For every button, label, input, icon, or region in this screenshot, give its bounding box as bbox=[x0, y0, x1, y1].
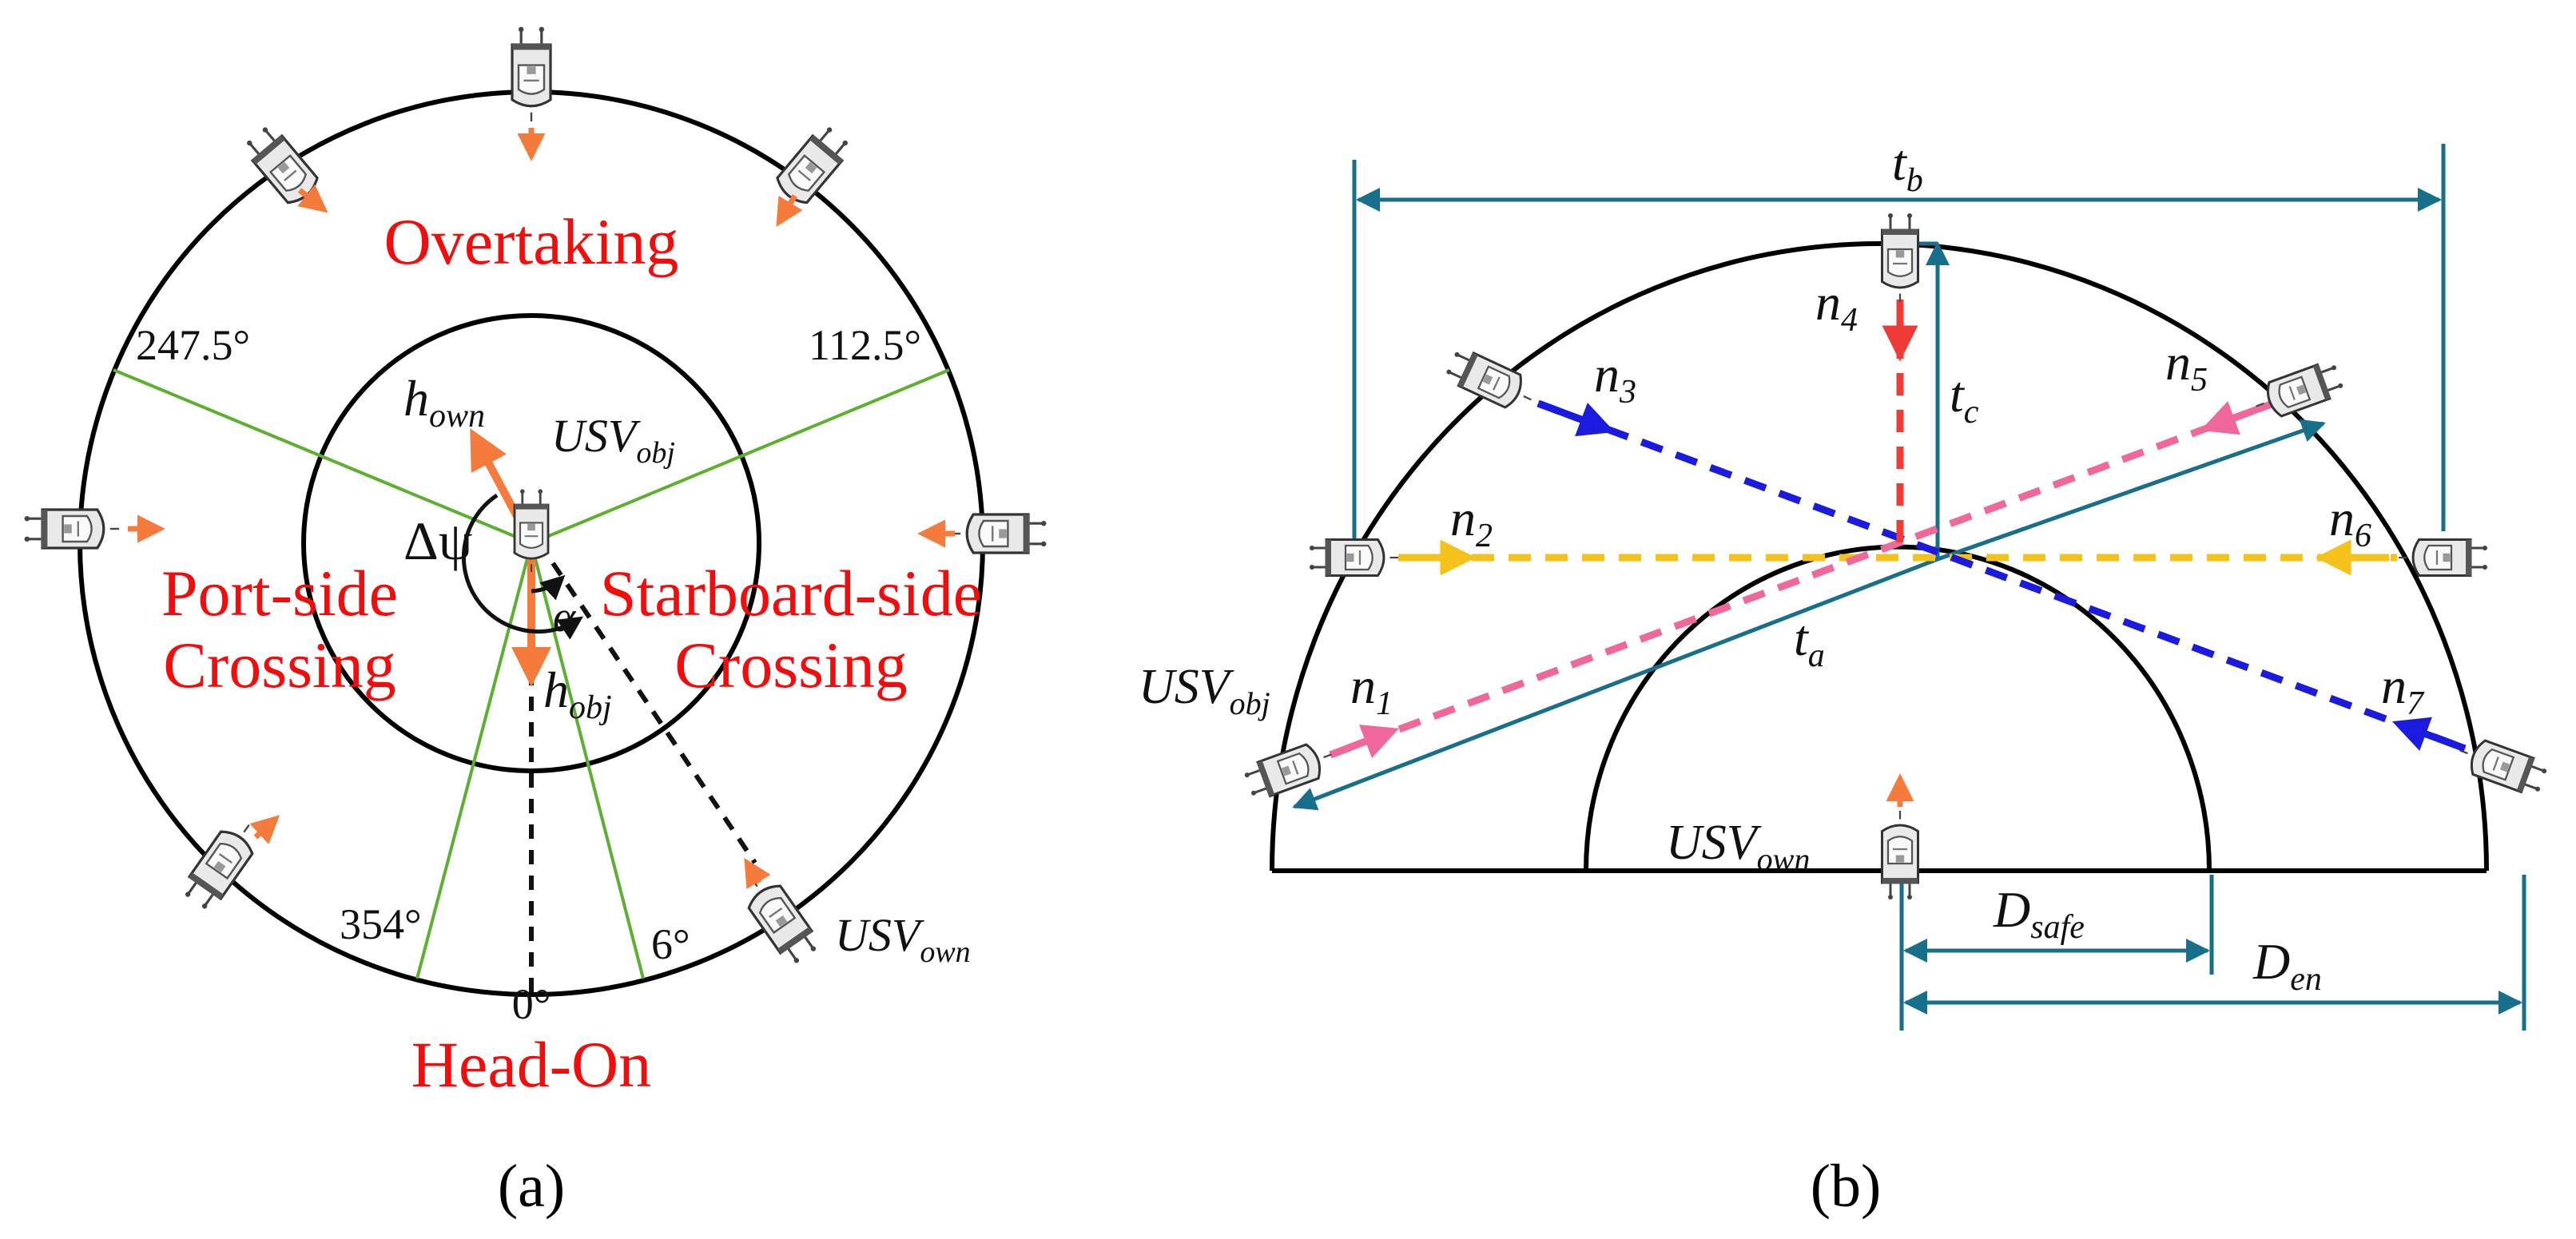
n1-n5-trajectory bbox=[1329, 399, 2275, 759]
angle-0-label: 0° bbox=[512, 980, 551, 1028]
usv-own-boat-icon bbox=[735, 867, 824, 969]
usv-own-label: USVown bbox=[835, 909, 971, 969]
tc-label: tc bbox=[1950, 366, 1979, 431]
n5-arrow bbox=[2200, 399, 2275, 435]
angle-354-label: 354° bbox=[340, 900, 422, 948]
boat-icon-n2 bbox=[1308, 538, 1400, 577]
sector-boundaries bbox=[113, 368, 950, 979]
boat-icon-n7 bbox=[2452, 732, 2551, 800]
d-safe-label: Dsafe bbox=[1993, 881, 2085, 946]
h-obj-label: hobj bbox=[543, 661, 612, 726]
angle-247-label: 247.5° bbox=[136, 321, 250, 369]
panel-a-caption: (a) bbox=[498, 1153, 565, 1220]
starboard-side-label: Starboard-side bbox=[600, 557, 982, 629]
angle-6-label: 6° bbox=[651, 920, 690, 968]
panel-b: tb tc ta n4 n3 n5 n2 n6 n1 n7 USVobj USV… bbox=[1139, 134, 2551, 1220]
alpha-arc bbox=[531, 574, 566, 601]
angle-labels: 247.5° 112.5° 354° 6° 0° bbox=[136, 321, 921, 1028]
boat-icon-n3 bbox=[1441, 344, 1540, 418]
n2-label: n2 bbox=[1450, 490, 1493, 554]
n3-label: n3 bbox=[1594, 346, 1636, 411]
n1-arrow bbox=[1329, 725, 1400, 759]
delta-psi-arc bbox=[462, 493, 584, 640]
overtaking-label: Overtaking bbox=[384, 205, 679, 278]
ta-label: ta bbox=[1794, 610, 1825, 674]
usv-obj-label: USVobj bbox=[551, 410, 675, 470]
panel-b-symbols: tb tc ta n4 n3 n5 n2 n6 n1 n7 USVobj USV… bbox=[1139, 134, 2425, 998]
d-en-label: Den bbox=[2252, 933, 2322, 998]
boat-icon-top bbox=[511, 25, 552, 123]
starboard-crossing-label: Crossing bbox=[674, 629, 908, 701]
n7-arrow bbox=[2391, 717, 2467, 753]
sector-labels: Overtaking Port-side Crossing Starboard-… bbox=[161, 205, 982, 1101]
n4-label: n4 bbox=[1815, 274, 1858, 339]
boat-icon-right bbox=[950, 513, 1048, 554]
port-crossing-label: Crossing bbox=[163, 629, 396, 701]
n6-label: n6 bbox=[2329, 490, 2371, 554]
boat-top-left-arrow bbox=[297, 184, 328, 213]
usv-own-arrow bbox=[744, 857, 771, 890]
usv-obj-boat-icon bbox=[513, 488, 550, 574]
ta-line-1 bbox=[1292, 557, 1938, 811]
relative-bearing-line bbox=[551, 562, 757, 864]
inner-circle bbox=[301, 313, 761, 773]
usv-obj-label-b: USVobj bbox=[1139, 660, 1270, 721]
n5-label: n5 bbox=[2165, 334, 2208, 399]
port-side-label: Port-side bbox=[161, 557, 398, 629]
alpha-label: α bbox=[553, 593, 577, 641]
ta-line-2 bbox=[1937, 419, 2326, 562]
n1-label: n1 bbox=[1350, 657, 1393, 722]
head-on-label: Head-On bbox=[411, 1028, 652, 1101]
n3-arrow bbox=[1539, 400, 1616, 437]
boat-icon-left bbox=[22, 508, 121, 550]
dimension-lines bbox=[1292, 144, 2526, 1031]
boat-icon-n4 bbox=[1881, 212, 1919, 304]
usv-own-label-b: USVown bbox=[1666, 816, 1810, 877]
h-own-label: hown bbox=[403, 370, 485, 435]
tb-label: tb bbox=[1892, 134, 1923, 199]
boat-bottom-left-arrow bbox=[249, 815, 280, 844]
boat-icon-n1 bbox=[1240, 736, 1339, 804]
n7-label: n7 bbox=[2381, 657, 2425, 722]
boat-top-right-arrow bbox=[776, 194, 803, 227]
panel-b-caption: (b) bbox=[1811, 1153, 1882, 1220]
delta-psi-label: Δψ bbox=[403, 510, 472, 571]
panel-a-symbols: hown USVobj Δψ α hobj USVown bbox=[403, 370, 971, 969]
n3-n7-trajectory bbox=[1536, 399, 2463, 751]
angle-112-label: 112.5° bbox=[809, 321, 921, 369]
boat-icon-top-right bbox=[761, 121, 855, 221]
panel-a: Overtaking Port-side Crossing Starboard-… bbox=[22, 25, 1048, 1220]
